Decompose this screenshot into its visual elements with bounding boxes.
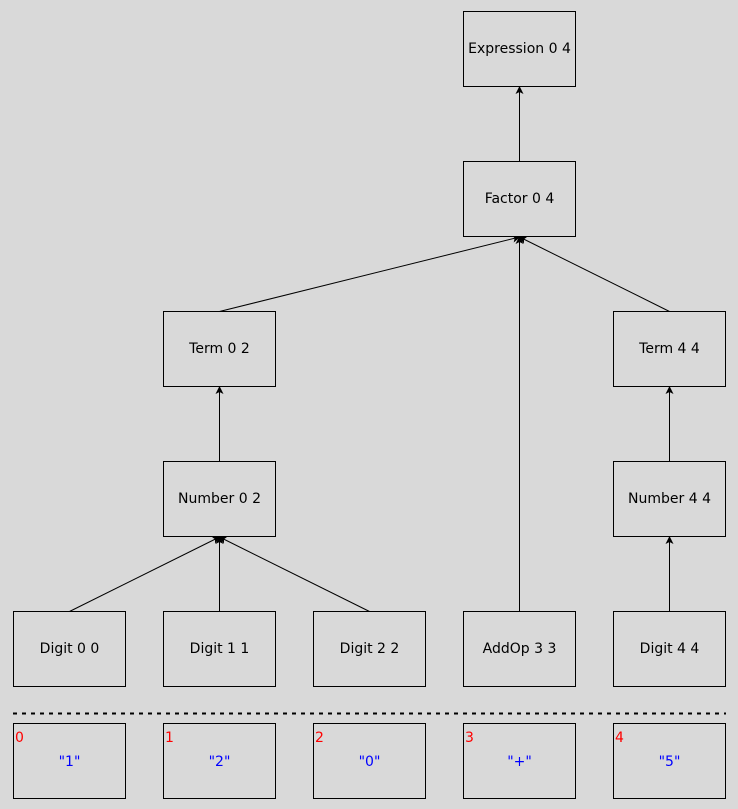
- node-digit-4-box: [613, 611, 726, 687]
- node-number-4-box: [613, 461, 726, 537]
- node-term-0-box: [163, 311, 276, 387]
- node-expression-label: Expression 0 4: [468, 41, 571, 57]
- tokens-layer: 0 "1" 1 "2" 2 "0" 3 "+" 4 "5": [13, 723, 726, 799]
- token-0-index: 0: [15, 730, 24, 746]
- node-addop-3[interactable]: AddOp 3 3: [463, 611, 576, 687]
- node-expression-box: [463, 11, 576, 87]
- token-0-box: [13, 723, 126, 799]
- node-number-0-box: [163, 461, 276, 537]
- node-addop-3-label: AddOp 3 3: [483, 641, 557, 657]
- node-factor-label: Factor 0 4: [485, 191, 555, 207]
- node-number-0[interactable]: Number 0 2: [163, 461, 276, 537]
- edges-layer: [69, 86, 674, 612]
- node-digit-0-box: [13, 611, 126, 687]
- token-1-box: [163, 723, 276, 799]
- node-digit-1-label: Digit 1 1: [190, 641, 250, 657]
- token-1-index: 1: [165, 730, 174, 746]
- node-digit-0[interactable]: Digit 0 0: [13, 611, 126, 687]
- token-1[interactable]: 1 "2": [163, 723, 276, 799]
- node-digit-1[interactable]: Digit 1 1: [163, 611, 276, 687]
- token-4[interactable]: 4 "5": [613, 723, 726, 799]
- node-term-0[interactable]: Term 0 2: [163, 311, 276, 387]
- node-factor[interactable]: Factor 0 4: [463, 161, 576, 237]
- node-digit-4[interactable]: Digit 4 4: [613, 611, 726, 687]
- node-term-4-box: [613, 311, 726, 387]
- token-0-text: "1": [59, 754, 81, 770]
- token-4-box: [613, 723, 726, 799]
- token-2-text: "0": [359, 754, 381, 770]
- token-3-index: 3: [465, 730, 474, 746]
- token-2[interactable]: 2 "0": [313, 723, 426, 799]
- node-number-0-label: Number 0 2: [178, 491, 261, 507]
- token-4-text: "5": [659, 754, 681, 770]
- node-digit-2-box: [313, 611, 426, 687]
- node-factor-box: [463, 161, 576, 237]
- node-digit-4-label: Digit 4 4: [640, 641, 700, 657]
- token-2-index: 2: [315, 730, 324, 746]
- node-number-4-label: Number 4 4: [628, 491, 711, 507]
- edge-term-0-to-factor: [219, 234, 521, 312]
- node-term-4-label: Term 4 4: [638, 341, 700, 357]
- node-expression[interactable]: Expression 0 4: [463, 11, 576, 87]
- edge-term-4-to-factor: [518, 236, 670, 312]
- token-3[interactable]: 3 "+": [463, 723, 576, 799]
- node-digit-2[interactable]: Digit 2 2: [313, 611, 426, 687]
- token-0[interactable]: 0 "1": [13, 723, 126, 799]
- nodes-layer: Expression 0 4 Factor 0 4 Term 0 2 Term …: [13, 11, 726, 687]
- node-number-4[interactable]: Number 4 4: [613, 461, 726, 537]
- node-digit-0-label: Digit 0 0: [40, 641, 100, 657]
- token-2-box: [313, 723, 426, 799]
- node-addop-3-box: [463, 611, 576, 687]
- node-term-0-label: Term 0 2: [188, 341, 250, 357]
- edge-digit-0-to-number-0: [69, 536, 221, 612]
- token-3-text: "+": [507, 754, 532, 770]
- node-digit-2-label: Digit 2 2: [340, 641, 400, 657]
- node-term-4[interactable]: Term 4 4: [613, 311, 726, 387]
- token-4-index: 4: [615, 730, 624, 746]
- token-1-text: "2": [209, 754, 231, 770]
- token-3-box: [463, 723, 576, 799]
- edge-digit-2-to-number-0: [218, 536, 370, 612]
- node-digit-1-box: [163, 611, 276, 687]
